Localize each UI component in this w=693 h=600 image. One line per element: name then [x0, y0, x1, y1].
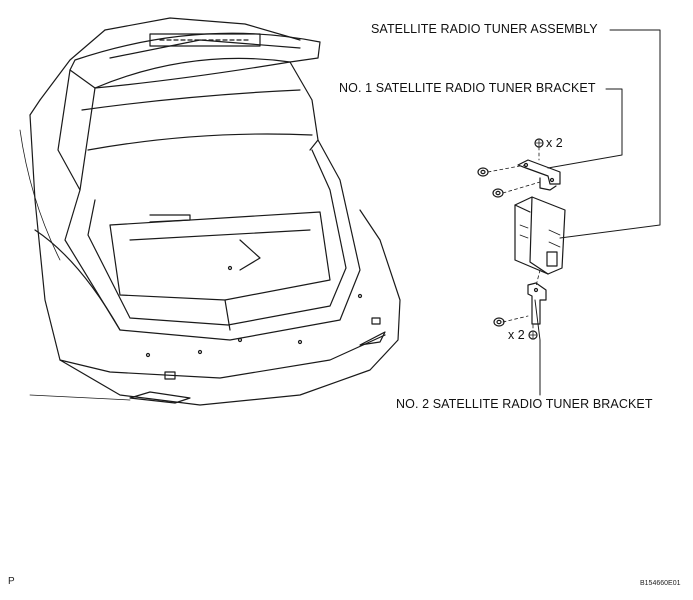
callout-bracket-no-2: NO. 2 SATELLITE RADIO TUNER BRACKET [396, 397, 653, 411]
nut-mid-left [492, 188, 504, 198]
callout-tuner-assembly: SATELLITE RADIO TUNER ASSEMBLY [371, 22, 598, 36]
vehicle-rear-illustration [19, 17, 401, 406]
satellite-radio-tuner-box [514, 196, 566, 275]
figure-code: B154660E01 [640, 580, 681, 587]
parts-exploded-view [477, 138, 566, 340]
qty-nut-lower: x 2 [508, 328, 525, 342]
bolt-lower [528, 330, 538, 340]
callout-bracket-no-1: NO. 1 SATELLITE RADIO TUNER BRACKET [339, 81, 596, 95]
qty-bolt-upper: x 2 [546, 136, 563, 150]
bolt-upper [534, 138, 544, 148]
page-letter: P [8, 576, 15, 587]
leader-lines [534, 29, 661, 396]
bracket-no-2 [527, 282, 547, 325]
bracket-no-1 [517, 159, 561, 191]
nut-upper-left [477, 167, 489, 177]
nut-lower-left [493, 317, 505, 327]
